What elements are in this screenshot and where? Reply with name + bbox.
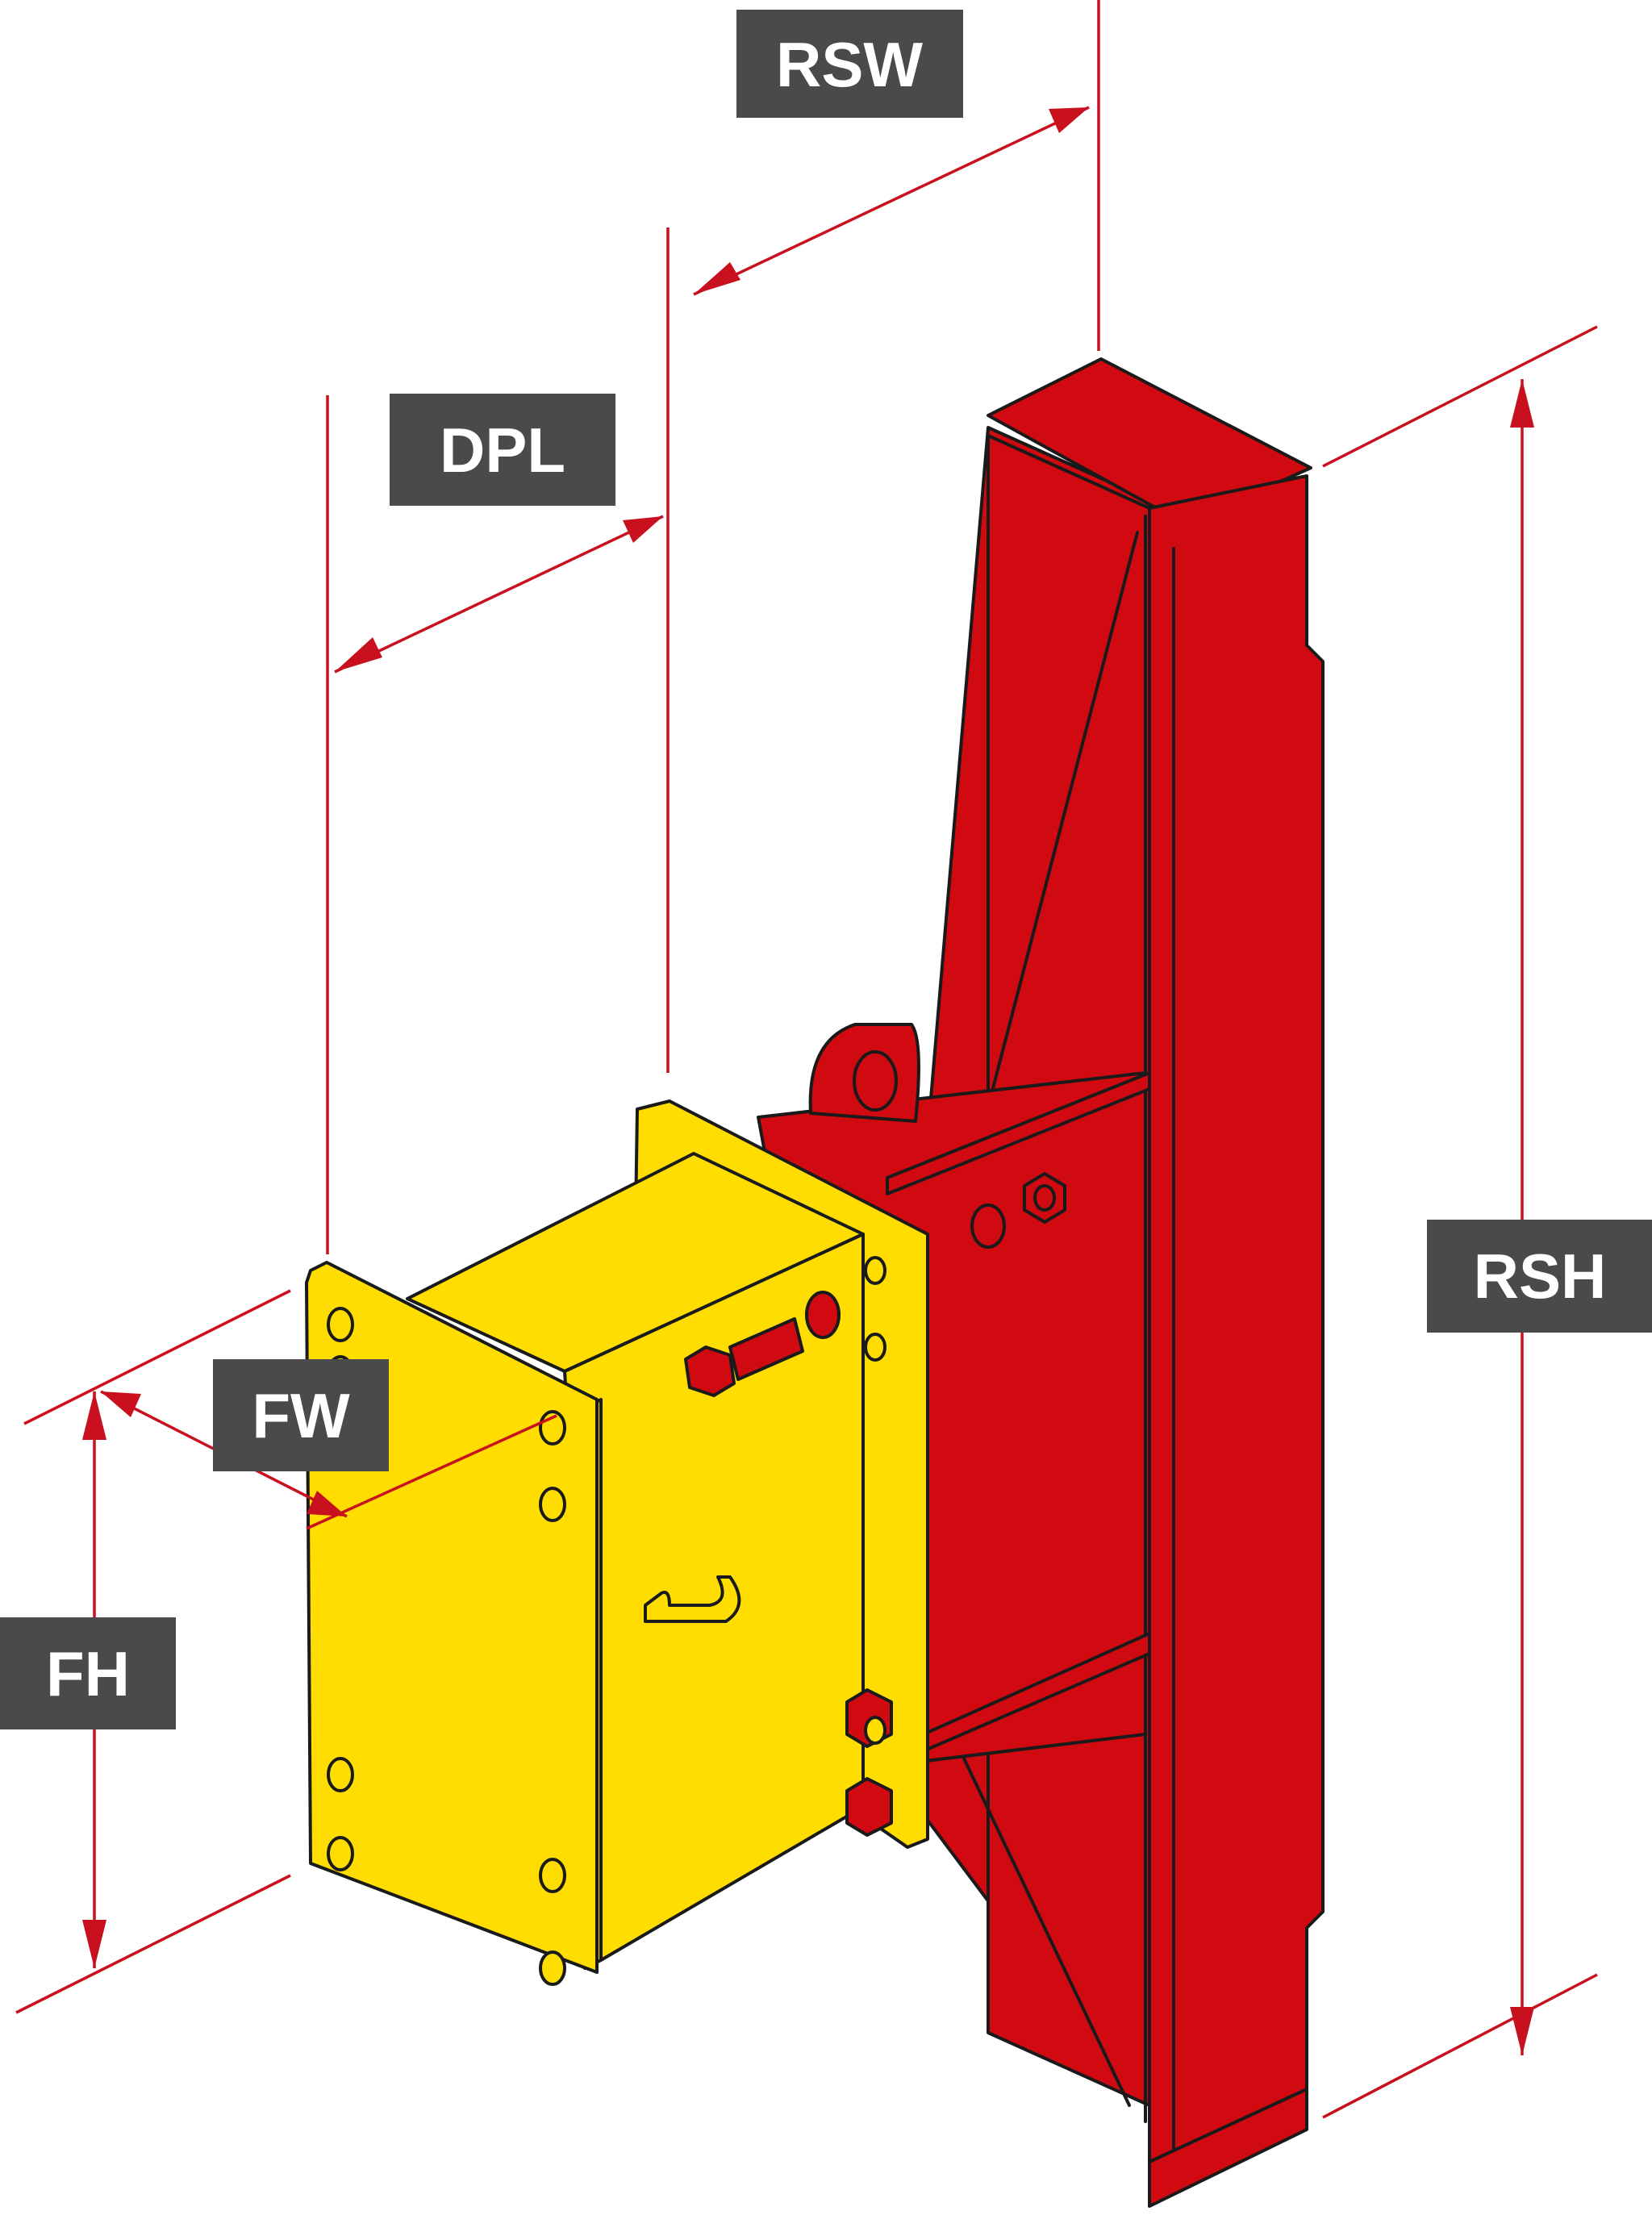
strut-web-line xyxy=(974,531,1139,1155)
yellow-headplate xyxy=(305,1099,929,1986)
label-fh-text: FH xyxy=(46,1638,130,1709)
hook-icon xyxy=(644,1575,741,1623)
label-rsw-text: RSW xyxy=(776,29,923,100)
nut-icon xyxy=(1023,1172,1066,1224)
rsw-dimension-line xyxy=(693,106,1090,296)
label-rsh-text: RSH xyxy=(1474,1241,1607,1312)
dpl-dimension-line xyxy=(334,515,664,674)
label-rsw: RSW xyxy=(736,10,963,118)
strut-stiffener-top xyxy=(886,1071,1151,1195)
bolt-icon xyxy=(684,1345,736,1397)
label-fh: FH xyxy=(0,1617,176,1729)
bolt-rod xyxy=(728,1317,804,1381)
lifting-eye-icon xyxy=(808,1023,920,1123)
washer-icon xyxy=(970,1204,1006,1249)
strut-flange-side xyxy=(1148,474,1325,2163)
dimension-lines xyxy=(15,0,1598,2119)
strut-bottom-cap xyxy=(1148,2088,1308,2208)
back-plate-holes xyxy=(864,1256,886,1745)
bolt-icon-lower-2 xyxy=(845,1777,893,1837)
washer-yellow-icon xyxy=(805,1291,841,1339)
label-fw-text: FW xyxy=(252,1380,350,1451)
strut-top-cap xyxy=(987,357,1312,526)
label-dpl-text: DPL xyxy=(440,415,565,486)
strut-web-line-lower xyxy=(962,1757,1131,2107)
label-dpl: DPL xyxy=(390,394,615,506)
label-rsh: RSH xyxy=(1427,1220,1652,1333)
label-fw: FW xyxy=(213,1359,389,1471)
